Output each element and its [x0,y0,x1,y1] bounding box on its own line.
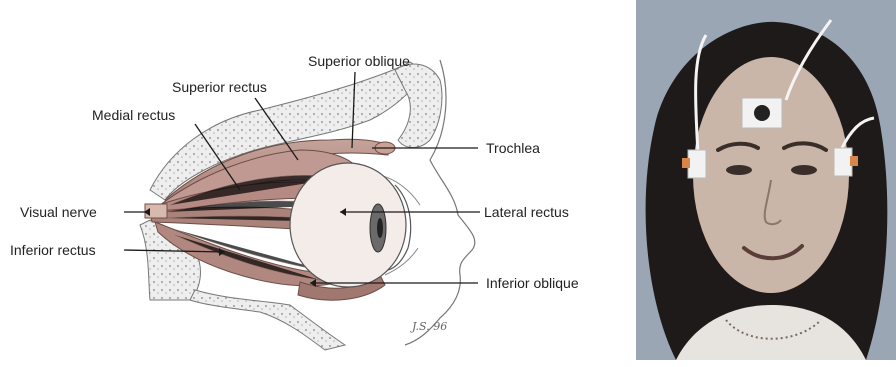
left-temple-electrode [688,150,706,178]
eye-muscle-diagram: Superior oblique Superior rectus Medial … [0,0,620,367]
right-temple-electrode [834,148,852,176]
photo-panel [636,0,896,360]
forehead-electrode-center [754,105,770,121]
eyeball [290,163,406,287]
left-electrode-clip [682,158,690,168]
right-electrode-clip [850,156,858,166]
frontal-bone [395,64,442,147]
label-medial-rectus: Medial rectus [92,107,175,123]
right-eye [791,165,817,175]
artist-signature: J.S. 96 [410,320,447,333]
left-eye [726,165,752,175]
label-superior-rectus: Superior rectus [172,79,267,95]
label-visual-nerve: Visual nerve [20,204,97,220]
label-inferior-oblique: Inferior oblique [486,275,579,291]
label-lateral-rectus: Lateral rectus [484,204,569,220]
label-inferior-rectus: Inferior rectus [10,242,96,258]
pupil [377,218,383,238]
label-superior-oblique: Superior oblique [308,53,410,69]
portrait-photo [636,0,896,360]
label-trochlea: Trochlea [486,140,540,156]
